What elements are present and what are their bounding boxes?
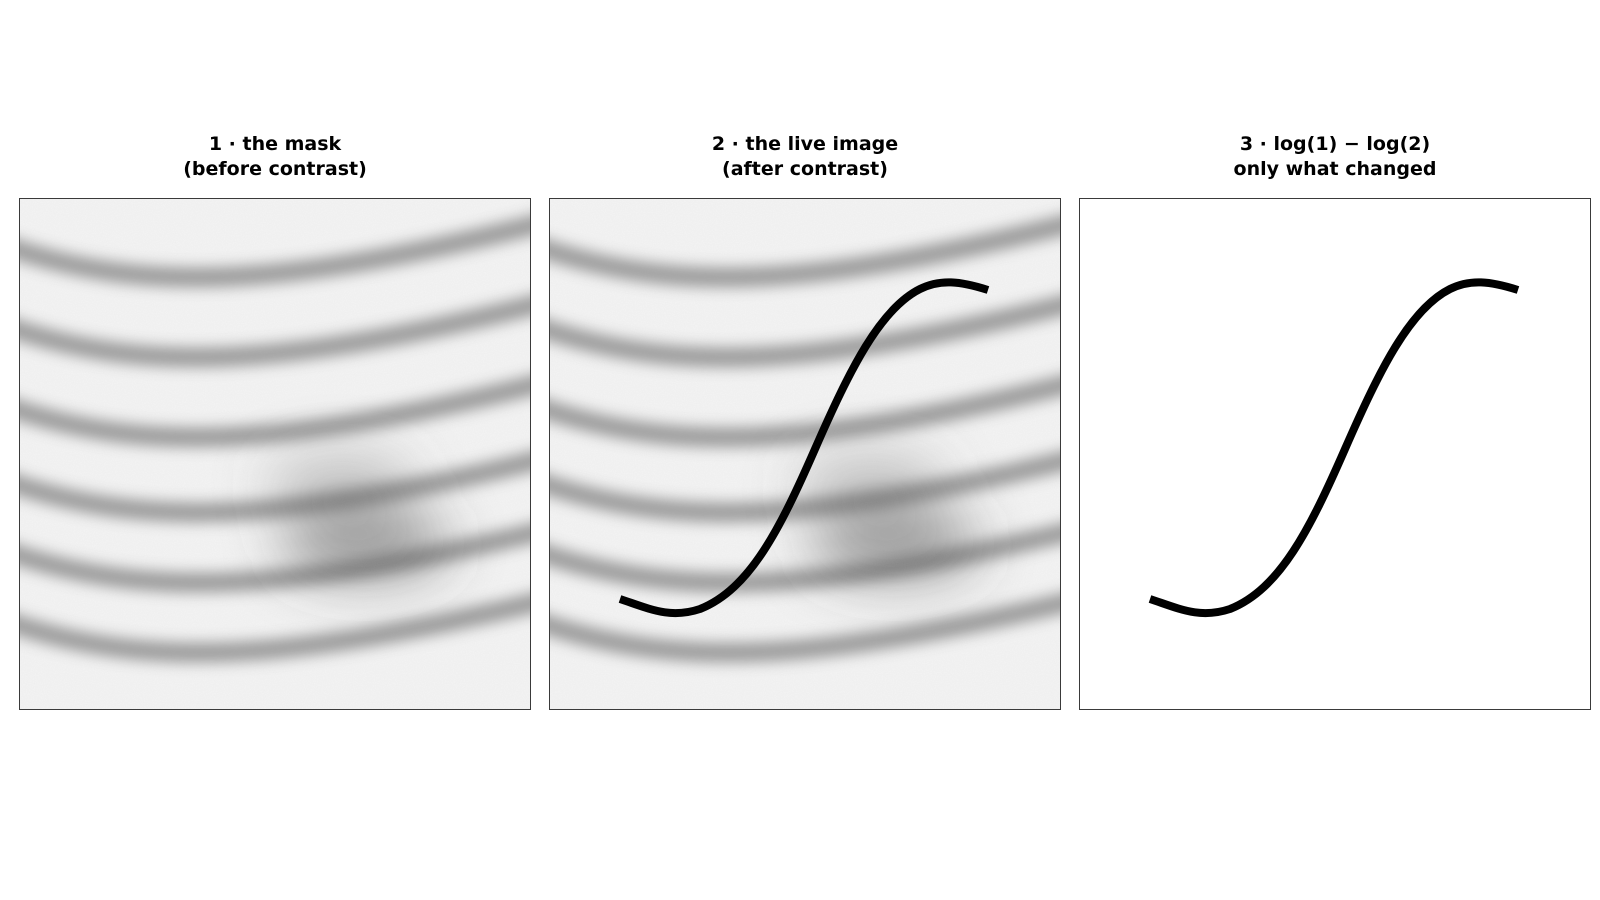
contrast-vessel xyxy=(618,278,990,618)
panel-mask: 1 · the mask (before contrast) xyxy=(19,132,531,710)
mask-image-canvas xyxy=(20,199,530,709)
panel-title: 2 · the live image (after contrast) xyxy=(549,132,1061,184)
subtraction-image xyxy=(1079,198,1591,710)
subtraction-image-canvas xyxy=(1080,199,1590,709)
panel-title-line2: (after contrast) xyxy=(722,158,888,180)
panel-title-line1: 3 · log(1) − log(2) xyxy=(1239,133,1431,155)
panel-title: 3 · log(1) − log(2) only what changed xyxy=(1079,132,1591,184)
panel-title-line2: (before contrast) xyxy=(183,158,367,180)
image-noise xyxy=(20,199,530,709)
live-image xyxy=(549,198,1061,710)
image-base xyxy=(1080,199,1590,709)
panel-title-line2: only what changed xyxy=(1233,158,1437,180)
panel-title-line1: 2 · the live image xyxy=(711,133,899,155)
panel-live-image: 2 · the live image (after contrast) xyxy=(549,132,1061,710)
image-noise xyxy=(550,199,1060,709)
panel-subtraction: 3 · log(1) − log(2) only what changed xyxy=(1079,132,1591,710)
isolated-vessel xyxy=(1148,278,1520,618)
panel-title: 1 · the mask (before contrast) xyxy=(19,132,531,184)
live-image-canvas xyxy=(550,199,1060,709)
mask-image xyxy=(19,198,531,710)
panel-title-line1: 1 · the mask xyxy=(208,133,342,155)
